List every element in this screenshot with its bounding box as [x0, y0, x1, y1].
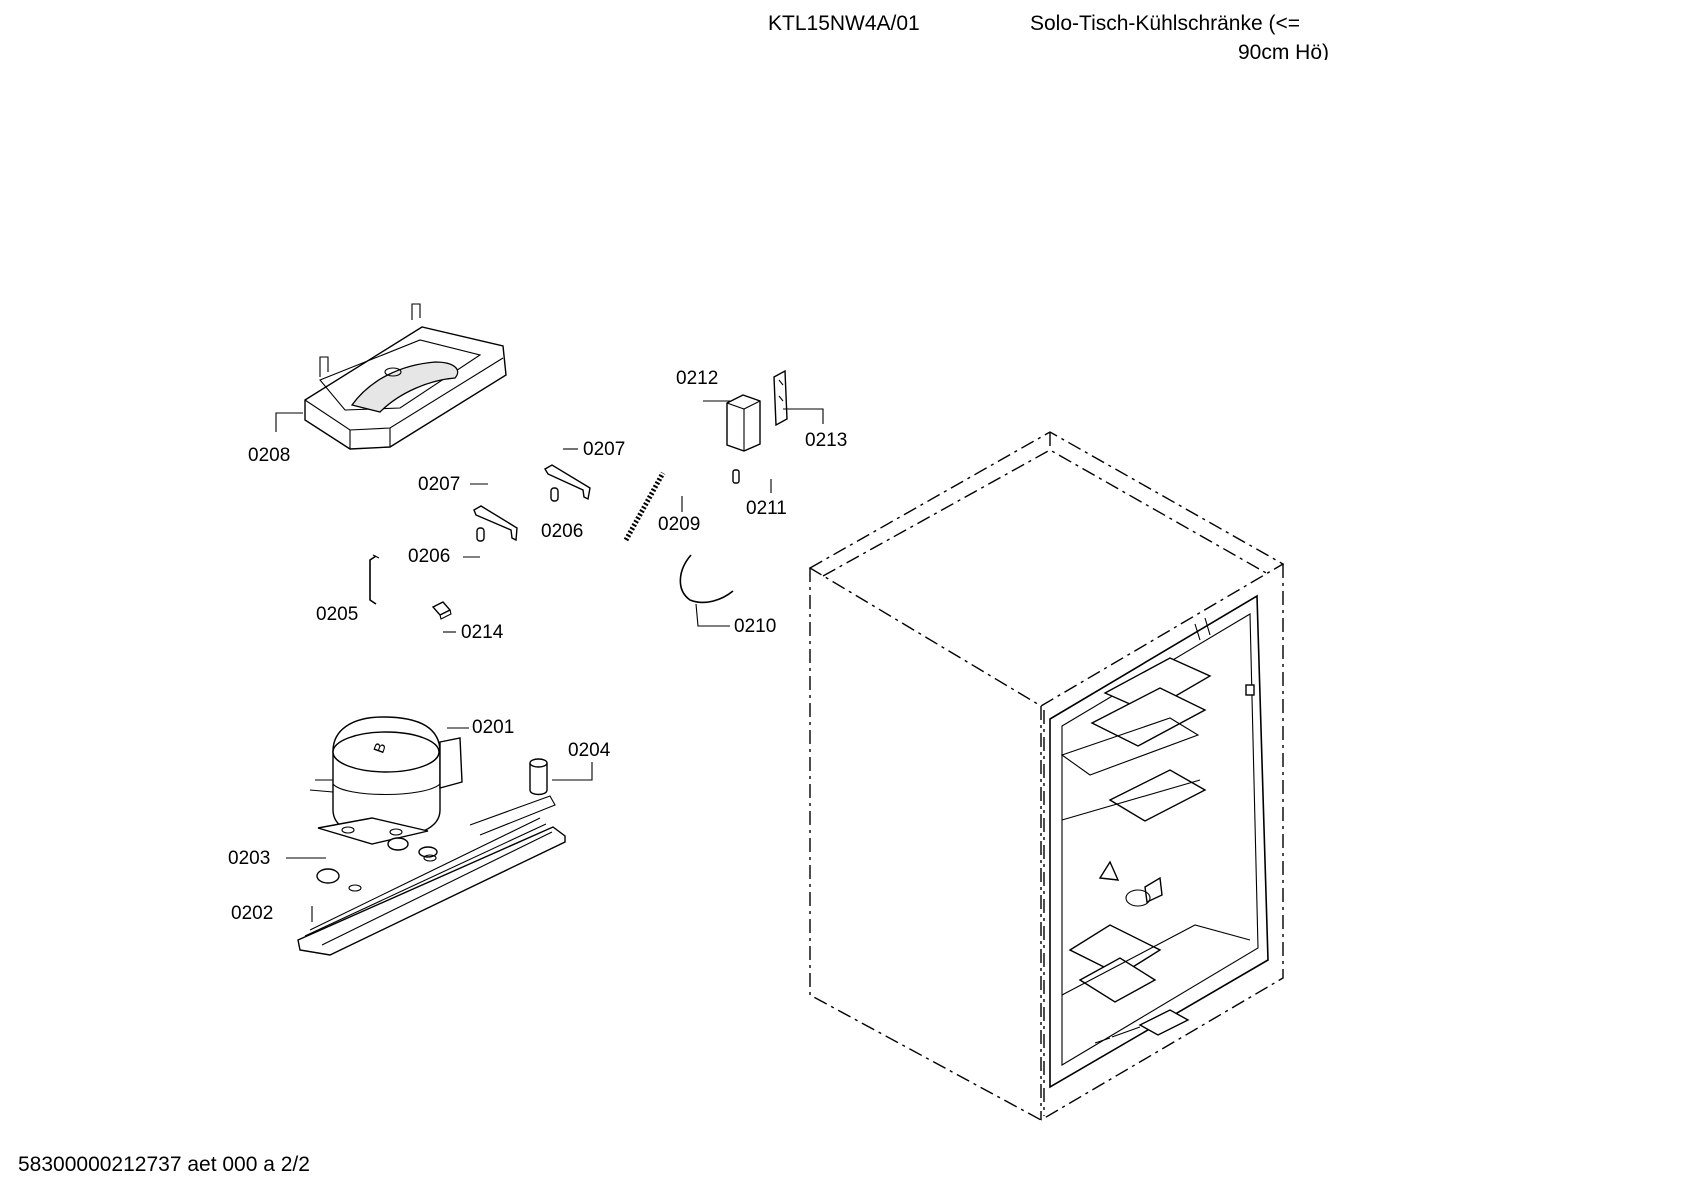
- label-0204[interactable]: 0204: [568, 740, 611, 761]
- document-code: 58300000212737 aet 000 a 2/2: [18, 1153, 310, 1176]
- label-0207-upper[interactable]: 0207: [583, 439, 625, 460]
- label-0208[interactable]: 0208: [248, 445, 290, 466]
- label-0211[interactable]: 0211: [746, 498, 787, 519]
- leader-0210: [695, 603, 730, 627]
- label-0202[interactable]: 0202: [231, 903, 273, 924]
- part-0212-thermostat-block[interactable]: [726, 394, 761, 452]
- label-0212[interactable]: 0212: [676, 368, 718, 389]
- model-number: KTL15NW4A/01: [768, 12, 920, 35]
- part-0204-grommet[interactable]: [529, 758, 548, 796]
- part-0205-clip[interactable]: [369, 554, 380, 605]
- part-0207-bracket-upper[interactable]: [544, 464, 591, 501]
- product-title-line2: 90cm Hö): [1238, 42, 1330, 60]
- part-0201-compressor[interactable]: B: [309, 716, 463, 851]
- label-0209[interactable]: 0209: [658, 514, 700, 535]
- leader-0208: [275, 412, 303, 432]
- label-0205[interactable]: 0205: [316, 604, 358, 625]
- part-0209-rod[interactable]: [623, 471, 666, 542]
- part-0214-small-holder[interactable]: [431, 601, 452, 620]
- part-0206-pin-lower[interactable]: [476, 527, 485, 542]
- refrigerator-cabinet[interactable]: [808, 431, 1285, 1121]
- part-0206-pin-upper[interactable]: [550, 487, 559, 502]
- label-0207-lower[interactable]: 0207: [418, 474, 460, 495]
- label-0213[interactable]: 0213: [805, 430, 847, 451]
- part-0202-base-rail[interactable]: [297, 795, 566, 956]
- label-0206-lower[interactable]: 0206: [408, 546, 450, 567]
- product-title-line1: Solo-Tisch-Kühlschränke (<=: [1030, 12, 1301, 35]
- label-0206-upper[interactable]: 0206: [541, 521, 583, 542]
- part-0207-bracket-lower[interactable]: [473, 505, 518, 542]
- leader-0213: [783, 408, 824, 424]
- part-0210-capillary-tube[interactable]: [679, 554, 734, 604]
- leader-0204: [552, 762, 593, 781]
- part-0213-mounting-plate[interactable]: [773, 369, 788, 427]
- part-0203-rubber-grommet[interactable]: [316, 846, 438, 884]
- label-0201[interactable]: 0201: [472, 717, 514, 738]
- label-0214[interactable]: 0214: [461, 622, 504, 643]
- label-0203[interactable]: 0203: [228, 848, 270, 869]
- label-0210[interactable]: 0210: [734, 616, 776, 637]
- part-0208-cover-tray[interactable]: [304, 303, 507, 450]
- part-0211-screw[interactable]: [732, 469, 740, 484]
